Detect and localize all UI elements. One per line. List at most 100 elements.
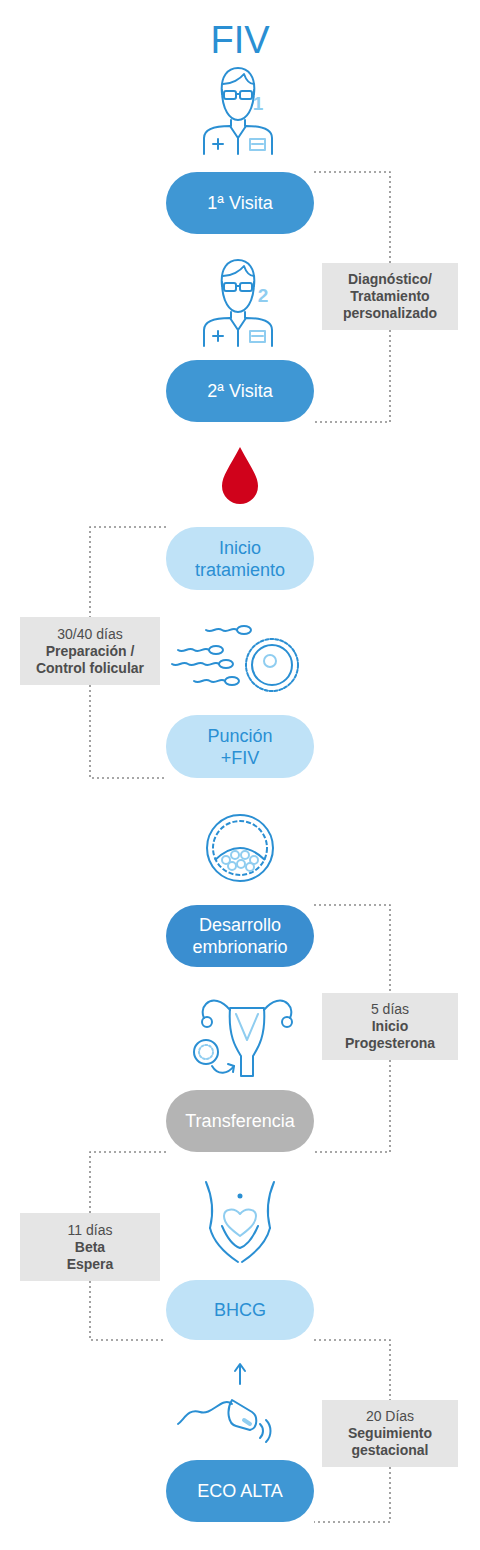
blastocyst-icon [207,815,273,881]
node-text: ECO ALTA [197,1480,282,1502]
bracket-connector [90,1281,166,1340]
bracket-connector [314,1340,390,1400]
uterus-icon-part [199,1045,213,1059]
doctor-icon-part [222,282,254,312]
node-text: 30/40 días [57,626,122,643]
sperm-egg-icon-part [237,626,251,634]
step-pill: 2ª Visita [166,360,314,422]
doctor-icon-part [237,330,239,346]
duration-box: 30/40 díasPreparación / Control folicula… [20,617,160,685]
node-text: Desarrollo embrionario [180,914,300,958]
bracket-connector [314,905,390,993]
ultrasound-icon-part [178,1402,232,1424]
sperm-egg-icon-part [178,649,209,651]
bracket-connector [314,1060,390,1152]
doctor-icon-part [252,143,263,145]
node-text: Diagnóstico/ Tratamiento personalizado [326,271,454,322]
doctor-icon-part [237,138,239,154]
sperm-egg-icon [172,626,298,691]
node-text: Beta Espera [55,1239,125,1273]
pregnancy-icon-part [206,1182,212,1228]
ultrasound-icon-part [235,1364,245,1371]
node-text: Punción +FIV [195,725,285,769]
uterus-icon-part [236,1014,258,1040]
doctor-icon-part [236,285,240,287]
ultrasound-icon-part [266,1420,271,1442]
node-text: Inicio Progesterona [326,1018,454,1052]
node-text: 1ª Visita [207,192,272,214]
doctor-icon-part [222,90,254,120]
duration-box: Diagnóstico/ Tratamiento personalizado [322,263,458,330]
ultrasound-icon-part [244,1420,250,1424]
doctor-icon-part [223,74,254,84]
ultrasound-icon-part [239,1365,241,1384]
blood-drop [222,447,258,504]
sperm-egg-icon-part [246,639,298,691]
node-text: Preparación / Control folicular [24,643,156,677]
sperm-egg-icon-part [219,660,233,668]
uterus-icon-part [228,1064,234,1072]
doctor-icon-part [250,139,265,150]
ultrasound-icon [178,1364,271,1442]
doctor-icon [204,68,272,154]
doctor-icon-part [252,335,263,337]
uterus-icon-part [203,1001,230,1018]
node-text: Seguimiento gestacional [326,1425,454,1459]
doctor-icon-part [240,91,252,99]
sperm-egg-icon-part [252,645,292,685]
node-text: BHCG [214,1299,266,1321]
step-pill: Desarrollo embrionario [166,905,314,967]
uterus-icon [194,1001,292,1076]
blastocyst-icon-part [237,860,245,868]
node-text: 5 días [371,1001,409,1018]
bracket-connector [90,527,166,617]
duration-box: 5 díasInicio Progesterona [322,993,458,1060]
doctor-icon [204,260,272,346]
blastocyst-icon-part [246,863,254,871]
bracket-connector [314,1467,390,1522]
blastocyst-icon-part [207,815,273,881]
doctor-icon-part [231,120,245,126]
sperm-egg-icon-part [264,655,276,667]
pregnancy-icon-part [224,1210,256,1236]
diagram-title: FIV [0,16,480,64]
bracket-connector [314,172,390,263]
pregnancy-icon-part [268,1182,274,1228]
uterus-icon-part [212,1066,234,1073]
doctor-icon-part [240,283,252,291]
doctor-icon-part [204,126,272,154]
pregnancy-icon-part [239,1195,242,1198]
pregnancy-icon-part [222,1226,258,1248]
doctor-icon-part [204,318,272,346]
doctor-icon-part [224,283,236,291]
doctor-icon-part [231,312,245,318]
sperm-egg-icon-part [172,663,219,665]
duration-box: 11 díasBeta Espera [20,1213,160,1281]
doctor-icon-part [224,91,236,99]
doctor-icon-part [236,93,240,95]
sperm-egg-icon-part [206,629,237,631]
step-pill: Inicio tratamiento [166,527,314,590]
blastocyst-icon-part [241,851,249,859]
blastocyst-icon-part [231,851,239,859]
uterus-icon-part [194,1040,218,1064]
sperm-egg-icon-part [225,677,239,685]
bracket-connector [90,1152,166,1213]
step-pill: 1ª Visita [166,172,314,234]
step-pill: ECO ALTA [166,1460,314,1522]
blastocyst-icon-part [228,862,236,870]
step-pill: Transferencia [166,1090,314,1152]
node-text: 20 Días [366,1408,414,1425]
sperm-egg-icon-part [194,680,225,682]
uterus-icon-part [264,1001,291,1018]
uterus-icon-part [202,1017,212,1027]
step-pill: BHCG [166,1280,314,1340]
callout-number: 2 [253,286,273,306]
bracket-connector [90,685,166,778]
doctor-icon-part [213,139,223,149]
duration-box: 20 DíasSeguimiento gestacional [322,1400,458,1467]
doctor-icon-part [223,266,254,276]
node-text: Transferencia [185,1110,294,1132]
node-text: 11 días [68,1222,113,1239]
